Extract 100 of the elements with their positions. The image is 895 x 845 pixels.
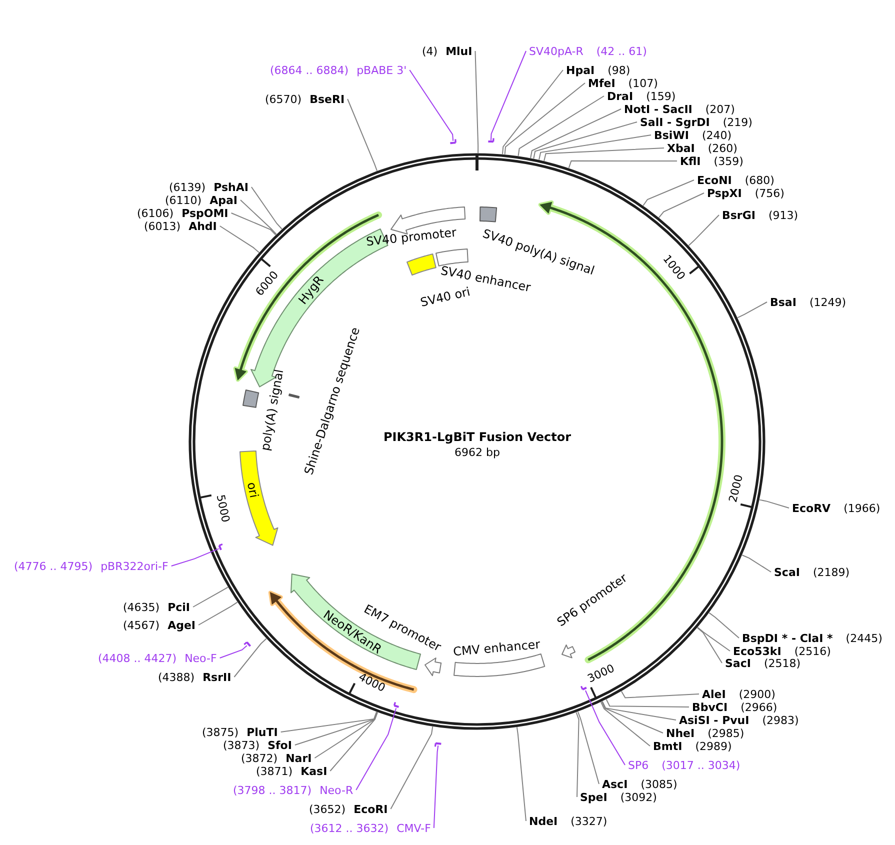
leader-line [533, 122, 638, 160]
scale-label: 5000 [213, 493, 232, 524]
primer-position: (4776 .. 4795) [14, 560, 93, 572]
primer-mark [242, 641, 251, 648]
leader-line [737, 302, 768, 318]
feature-label: SV40 promoter [366, 225, 458, 249]
site-position: (219) [722, 116, 752, 128]
leader-line [606, 698, 690, 708]
site-position: (913) [768, 208, 798, 222]
site-position: (3092) [620, 790, 657, 804]
leader-line [544, 148, 664, 162]
enzyme-name: KasI [300, 764, 328, 778]
leader-line [170, 548, 220, 566]
site-position: (3873) [223, 738, 260, 752]
enzyme-name: AsiSI - PvuI [679, 714, 750, 726]
primer-name: SV40pA-R [529, 44, 584, 58]
enzyme-name: AleI [702, 688, 726, 700]
primer-mark [449, 138, 458, 144]
site-position: (359) [714, 154, 744, 168]
site-position: (240) [702, 128, 732, 142]
enzyme-name: AhdI [188, 220, 217, 232]
leader-line [759, 499, 790, 508]
leader-line [230, 212, 276, 236]
leader-line [530, 108, 622, 159]
enzyme-name: PshAI [214, 180, 248, 194]
leader-line [219, 226, 260, 253]
site-position: (6013) [144, 220, 181, 232]
leader-line [504, 82, 586, 155]
leader-line [240, 200, 277, 235]
leader-line [234, 638, 267, 678]
enzyme-name: NotI - SacII [624, 102, 692, 116]
site-position: (680) [744, 174, 774, 186]
leader-line [584, 690, 626, 766]
site-position: (159) [646, 90, 676, 102]
site-position: (1966) [844, 502, 880, 514]
primer-mark [218, 543, 224, 552]
leader-line [708, 612, 740, 638]
leader-line [602, 700, 676, 720]
enzyme-name: PspXI [707, 186, 742, 200]
primer-name: SP6 [628, 758, 649, 772]
enzyme-name: Eco53kI [733, 644, 782, 658]
enzyme-name: XbaI [667, 142, 695, 154]
enzyme-name: KflI [680, 154, 701, 168]
enzyme-name: BseRI [310, 92, 345, 106]
leader-line [219, 645, 248, 658]
enzyme-name: NarI [286, 752, 312, 764]
enzyme-name: PspOMI [182, 206, 228, 220]
primer-name: CMV-F [396, 822, 431, 834]
enzyme-name: EcoRV [792, 502, 831, 514]
enzyme-name: SpeI [580, 790, 608, 804]
primer-name: pBR322ori-F [100, 560, 168, 572]
site-position: (4635) [123, 600, 160, 614]
leader-line [474, 50, 479, 154]
primer-position: (4408 .. 4427) [98, 652, 177, 664]
site-position: (4567) [123, 618, 160, 632]
site-position: (2983) [762, 714, 799, 726]
scale-label: 4000 [356, 670, 387, 695]
plasmid-title: PIK3R1-LgBiT Fusion Vector [384, 430, 571, 444]
site-position: (98) [608, 64, 630, 76]
feature-label: CMV enhancer [453, 637, 542, 659]
enzyme-name: DraI [607, 90, 634, 102]
site-position: (3871) [256, 764, 293, 778]
primer-mark [393, 701, 400, 708]
primer-position: (42 .. 61) [596, 44, 647, 58]
leader-line [502, 70, 564, 155]
site-position: (2445) [846, 632, 882, 644]
feature-label: SV40 ori [418, 284, 471, 310]
site-position: (107) [628, 76, 658, 90]
enzyme-name: BsrGI [722, 208, 756, 222]
site-position: (260) [708, 142, 738, 154]
site-position: (3327) [570, 814, 608, 828]
enzyme-name: NdeI [529, 814, 558, 828]
primer-mark [487, 137, 495, 144]
scale-label: 3000 [585, 662, 616, 686]
leader-line [409, 70, 454, 142]
site-position: (2985) [708, 726, 744, 740]
primer-mark [434, 742, 442, 748]
enzyme-name: SalI - SgrDI [640, 116, 710, 128]
enzyme-name: NheI [666, 726, 695, 740]
leader-line [250, 186, 282, 230]
enzyme-name: BsiWI [654, 128, 689, 142]
leader-line [576, 712, 580, 798]
leader-line [601, 701, 664, 734]
enzyme-name: BsaI [770, 296, 796, 308]
enzyme-name: BmtI [653, 740, 682, 752]
leader-line [280, 711, 378, 732]
site-position: (3875) [202, 726, 239, 738]
leader-line [390, 726, 434, 810]
leader-line [314, 712, 378, 758]
site-position: (2518) [764, 656, 801, 670]
enzyme-name: EcoRI [354, 802, 388, 816]
leader-line [347, 98, 378, 172]
enzyme-name: PluTI [246, 726, 278, 738]
leader-line [568, 160, 678, 168]
primer-mark [580, 685, 588, 692]
leader-line [490, 50, 526, 141]
enzyme-name: PciI [168, 600, 190, 614]
primer-position: (3612 .. 3632) [310, 822, 389, 834]
site-position: (4) [422, 44, 438, 58]
site-position: (6139) [169, 180, 206, 194]
